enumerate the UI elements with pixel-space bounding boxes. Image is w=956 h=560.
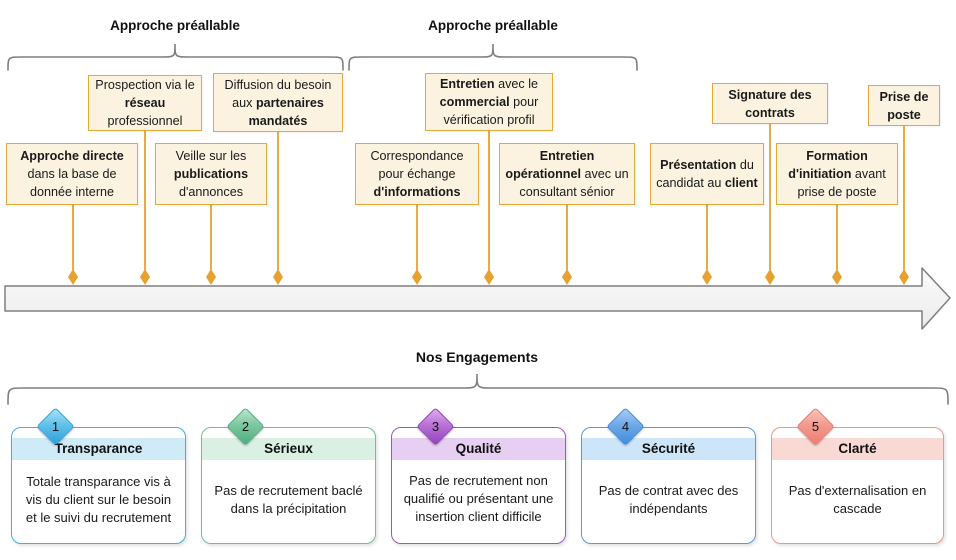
engagement-card-serieux: 2 Sérieux Pas de recrutement baclé dans …: [201, 407, 376, 544]
brace-engagements: [7, 373, 949, 405]
milestone-entretien-operationnel: Entretien opérationnel avec un consultan…: [499, 143, 635, 205]
engagement-title: Clarté: [772, 438, 943, 460]
engagement-body: Pas de recrutement baclé dans la précipi…: [214, 483, 363, 516]
phase-label-2: Approche préallable: [428, 18, 558, 33]
connector-diamond-icons: [68, 269, 909, 285]
milestone-prise-de-poste: Prise de poste: [868, 85, 940, 126]
engagement-number: 4: [621, 419, 630, 434]
engagement-number: 5: [811, 419, 820, 434]
engagements-title: Nos Engagements: [415, 349, 539, 365]
phase-label-1: Approche préallable: [110, 18, 240, 33]
engagement-card-securite: 4 Sécurité Pas de contrat avec des indép…: [581, 407, 756, 544]
milestone-text: Correspondance pour échange d'informatio…: [370, 149, 464, 199]
milestone-text: Signature des contrats: [728, 87, 812, 120]
engagement-title: Qualité: [392, 438, 565, 460]
engagement-card-qualite: 3 Qualité Pas de recrutement non qualifi…: [391, 407, 566, 544]
milestone-text: Présentation du candidat au client: [656, 158, 758, 190]
milestone-text: Entretien opérationnel avec un consultan…: [505, 149, 629, 199]
engagement-number: 3: [431, 419, 440, 434]
milestone-text: Approche directe dans la base de donnée …: [20, 149, 124, 199]
engagement-title: Transparance: [12, 438, 185, 460]
milestone-text: Prospection via le réseau professionnel: [95, 78, 195, 128]
milestone-text: Veille sur les publications d'annonces: [173, 149, 249, 199]
engagement-number: 1: [51, 419, 60, 434]
milestone-text: Entretien avec le commercial pour vérifi…: [439, 77, 539, 127]
engagement-body: Totale transparance vis à vis du client …: [25, 474, 172, 525]
milestone-presentation-client: Présentation du candidat au client: [650, 143, 764, 205]
engagement-body: Pas de recrutement non qualifié ou prése…: [403, 472, 554, 524]
engagement-title: Sérieux: [202, 438, 375, 460]
brace-phase-2: [348, 43, 638, 71]
milestone-text: Prise de poste: [879, 89, 929, 122]
engagement-card-clarte: 5 Clarté Pas d'externalisation en cascad…: [771, 407, 944, 544]
milestone-diffusion-partenaires: Diffusion du besoin aux partenaires mand…: [213, 73, 343, 132]
engagement-card-transparance: 1 Transparance Totale transparance vis à…: [11, 407, 186, 544]
milestone-veille-publications: Veille sur les publications d'annonces: [155, 143, 267, 205]
milestone-signature-contrats: Signature des contrats: [712, 83, 828, 124]
engagement-body: Pas de contrat avec des indépendants: [598, 483, 739, 516]
milestone-text: Diffusion du besoin aux partenaires mand…: [224, 77, 332, 128]
milestone-formation-initiation: Formation d'initiation avant prise de po…: [776, 143, 898, 205]
engagement-number: 2: [241, 419, 250, 434]
timeline-arrow: [4, 267, 951, 330]
milestone-entretien-commercial: Entretien avec le commercial pour vérifi…: [425, 73, 553, 131]
milestone-approche-directe: Approche directe dans la base de donnée …: [6, 143, 138, 205]
engagement-body: Pas d'externalisation en cascade: [788, 483, 927, 516]
engagement-title: Sécurité: [582, 438, 755, 460]
milestone-text: Formation d'initiation avant prise de po…: [788, 149, 886, 199]
milestone-correspondance-informations: Correspondance pour échange d'informatio…: [355, 143, 479, 205]
brace-phase-1: [7, 43, 344, 71]
milestone-prospection-reseau: Prospection via le réseau professionnel: [88, 75, 202, 131]
